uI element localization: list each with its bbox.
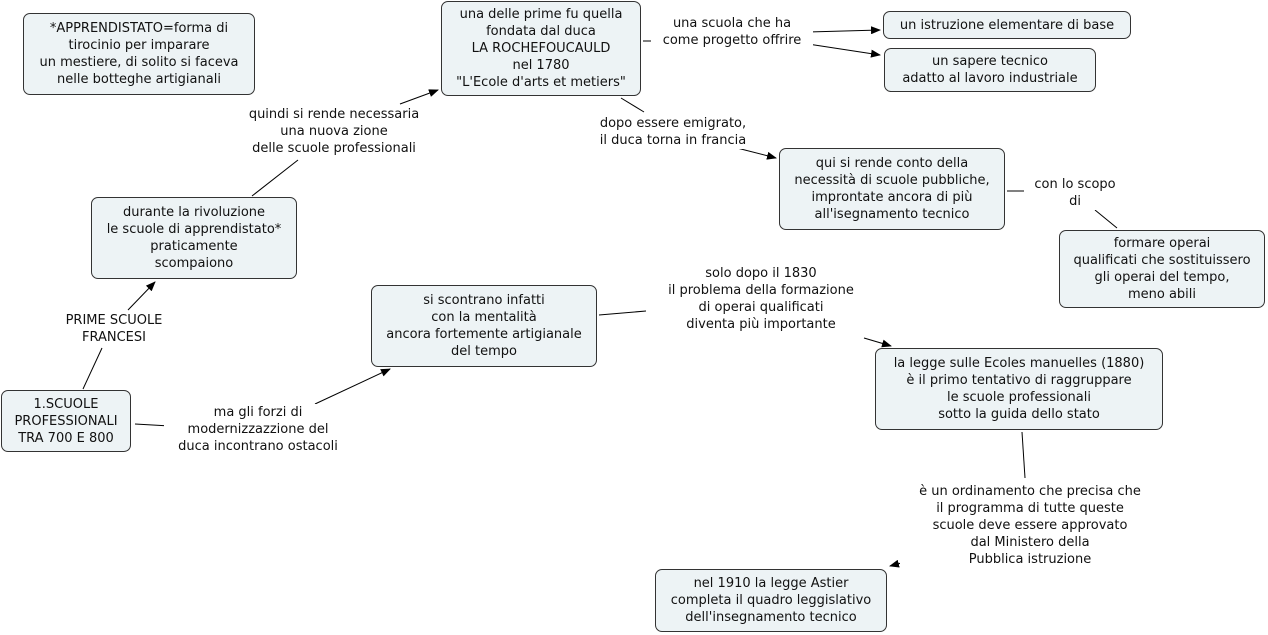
edge-1830-manuelles xyxy=(863,337,892,348)
edge-manuelles-ordinamento xyxy=(1021,431,1026,479)
concept-legge-astier[interactable]: nel 1910 la legge Astier completa il qua… xyxy=(655,569,887,632)
edge-root-prime xyxy=(82,347,103,390)
concept-root-scuole-professionali[interactable]: 1.SCUOLE PROFESSIONALI TRA 700 E 800 xyxy=(1,390,131,452)
concept-artisan-mentality[interactable]: si scontrano infatti con la mentalità an… xyxy=(371,285,597,367)
edge-forzi-scontrano xyxy=(314,368,391,405)
concept-train-workers[interactable]: formare operai qualificati che sostituis… xyxy=(1059,230,1265,308)
link-emigrato[interactable]: dopo essere emigrato, il duca torna in f… xyxy=(586,115,760,149)
edge-emigrato-pubbliche xyxy=(736,147,777,160)
edge-rivoluzione-quindi xyxy=(251,159,299,197)
concept-technical-knowledge[interactable]: un sapere tecnico adatto al lavoro indus… xyxy=(884,48,1096,92)
link-ordinamento[interactable]: è un ordinamento che precisa che il prog… xyxy=(900,483,1160,568)
concept-ecoles-manuelles[interactable]: la legge sulle Ecoles manuelles (1880) è… xyxy=(875,348,1163,430)
edge-progetto-sapere xyxy=(807,43,881,58)
concept-apprendistato-definition[interactable]: *APPRENDISTATO=forma di tirocinio per im… xyxy=(23,13,255,95)
edge-rochefoucauld-emigrato xyxy=(620,97,645,113)
edge-quindi-rochefoucauld xyxy=(399,89,439,105)
concept-public-schools[interactable]: qui si rende conto della necessità di sc… xyxy=(779,148,1005,230)
link-progetto[interactable]: una scuola che ha come progetto offrire xyxy=(651,15,813,49)
edge-scontrano-1830 xyxy=(598,310,647,316)
link-scopo[interactable]: con lo scopo di xyxy=(1024,176,1126,210)
link-dopo-1830[interactable]: solo dopo il 1830 il problema della form… xyxy=(648,265,874,333)
link-prime-scuole[interactable]: PRIME SCUOLE FRANCESI xyxy=(50,312,178,346)
link-quindi[interactable]: quindi si rende necessaria una nuova zio… xyxy=(236,106,432,157)
edge-prime-rivoluzione xyxy=(127,281,156,311)
concept-rochefoucauld-school[interactable]: una delle prime fu quella fondata dal du… xyxy=(441,1,641,96)
edge-scopo-formare xyxy=(1094,209,1118,229)
concept-revolution[interactable]: durante la rivoluzione le scuole di appr… xyxy=(91,197,297,279)
link-forzi[interactable]: ma gli forzi di modernizzazzione del duc… xyxy=(164,404,352,455)
edge-progetto-istruzione xyxy=(807,26,881,35)
concept-elementary-education[interactable]: un istruzione elementare di base xyxy=(883,11,1131,39)
